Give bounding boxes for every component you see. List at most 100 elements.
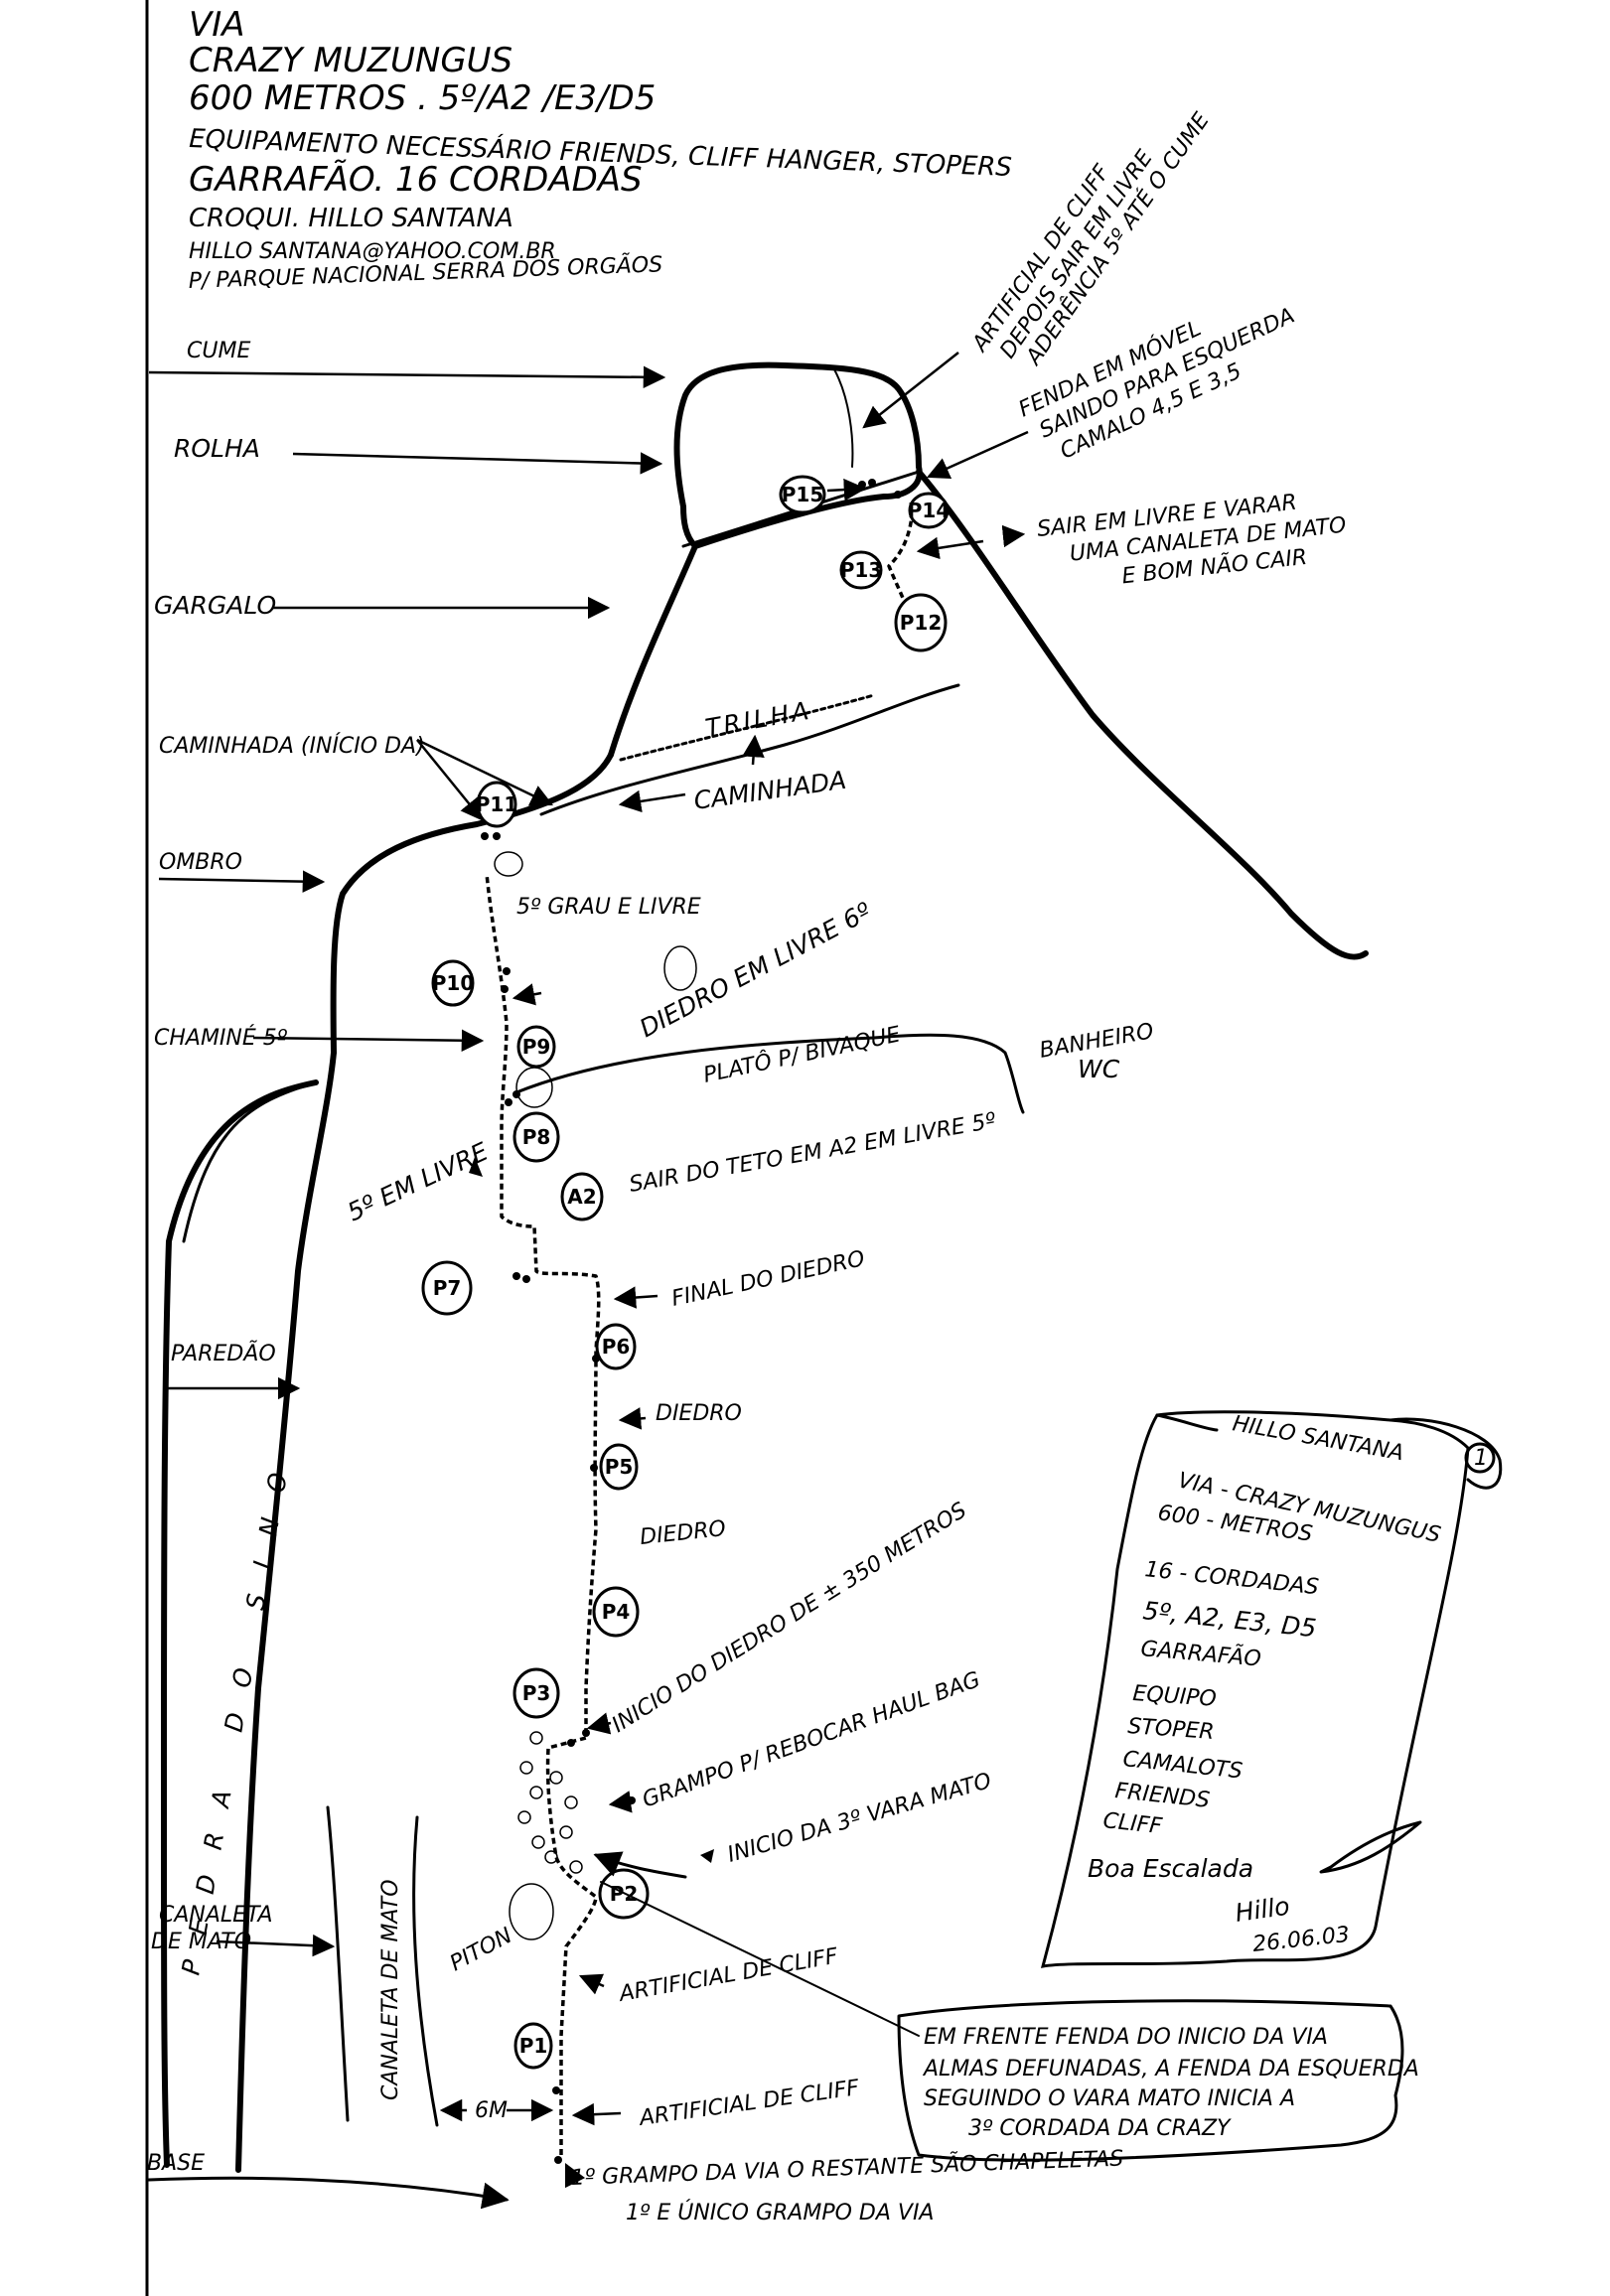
scroll-curl (1389, 1417, 1503, 1490)
header-croqui: CROQUI. HILLO SANTANA (189, 204, 513, 233)
arrow-diedro-1 (618, 1407, 647, 1430)
pitch-p13: P13 (839, 550, 883, 590)
arrow-inicio-diedro (586, 1712, 612, 1735)
note-artificial-cliff-2: ARTIFICIAL DE CLIFF (636, 2076, 860, 2131)
pitch-p15: P15 (779, 475, 826, 514)
label-paredao: PAREDÃO (171, 1340, 276, 1366)
pedra-do-sino-outline (161, 1079, 319, 2168)
svg-text:P13: P13 (840, 558, 883, 582)
scroll-circle (1464, 1442, 1496, 1474)
pedra-inner-line (182, 1080, 318, 1243)
svg-text:P15: P15 (782, 483, 824, 506)
arrow-artificial-top (862, 352, 959, 429)
header-grade: 600 METROS . 5º/A2 /E3/D5 (189, 78, 656, 118)
svg-text:P8: P8 (522, 1125, 551, 1149)
label-cinco-livre: 5º EM LIVRE (343, 1137, 493, 1227)
label-pedra-do-sino: PEDRA DO SINO (176, 1445, 297, 1977)
arrow-rolha (292, 452, 663, 475)
scroll-equipo: EQUIPO (1132, 1681, 1218, 1712)
note-bubble (897, 1999, 1404, 2162)
header-garrafao: GARRAFÃO. 16 CORDADAS (189, 160, 643, 200)
bolt-haul (628, 1796, 636, 1804)
ombro-outline (330, 752, 614, 1056)
pitch-p1: P1 (513, 2022, 553, 2070)
pitch-p10: P10 (431, 959, 475, 1007)
scroll-top-fold (1155, 1413, 1219, 1432)
label-piton: PITON (446, 1924, 516, 1977)
canaleta-left-wall (326, 1805, 350, 2122)
arrow-grampo-haul (608, 1791, 633, 1813)
caminhada-trail (539, 683, 960, 816)
note-wc: WC (1078, 1055, 1120, 1083)
svg-text:P10: P10 (432, 971, 475, 995)
header-block: VIA CRAZY MUZUNGUS 600 METROS . 5º/A2 /E… (188, 5, 1012, 294)
svg-text:P14: P14 (908, 499, 951, 522)
header-route-name: CRAZY MUZUNGUS (189, 41, 512, 80)
scroll-note: 1 HILLO SANTANA VIA - CRAZY MUZUNGUS 600… (1040, 1410, 1503, 1968)
label-cume: CUME (187, 339, 250, 363)
svg-text:P7: P7 (433, 1276, 462, 1300)
note-final-diedro: FINAL DO DIEDRO (669, 1246, 867, 1312)
label-6m: 6M (475, 2098, 508, 2123)
note-inicio-vara: INICIO DA 3º VARA MATO (725, 1769, 994, 1868)
label-rolha: ROLHA (174, 434, 260, 463)
label-canaleta-left: CANALETA (159, 1903, 273, 1928)
svg-text:SEGUINDO O VARA MATO INICIA A: SEGUINDO O VARA MATO INICIA A (924, 2086, 1295, 2111)
note-sair-livre: SAIR EM LIVRE E VARAR UMA CANALETA DE MA… (1036, 491, 1348, 590)
header-email: HILLO SANTANA@YAHOO.COM.BR (189, 239, 556, 264)
note-diedro-2: DIEDRO (639, 1516, 727, 1550)
pitch-p9: P9 (516, 1025, 556, 1069)
label-canaleta-de-mato: CANALETA DE MATO (378, 1879, 403, 2100)
arrow-inicio-vara (593, 1851, 687, 1879)
header-via: VIA (189, 5, 245, 45)
arrow-ombro (158, 870, 326, 893)
bubble-pointer-line (600, 1881, 920, 2037)
note-diedro-1: DIEDRO (656, 1401, 742, 1426)
arrow-cume (148, 365, 666, 389)
scroll-cliff: CLIFF (1101, 1808, 1163, 1839)
arrow-trilha (742, 734, 765, 766)
route-line-lower (485, 873, 601, 2155)
svg-text:P5: P5 (605, 1455, 634, 1479)
arrow-caminhada-2 (416, 739, 484, 821)
note-artificial-cliff-1: ARTIFICIAL DE CLIFF (616, 1944, 840, 2008)
pitch-p4: P4 (592, 1586, 640, 1638)
pitch-p12: P12 (894, 593, 948, 652)
note-sair-teto: SAIR DO TETO EM A2 EM LIVRE 5º (628, 1108, 999, 1198)
pointer-inicio-vara (700, 1849, 714, 1863)
pitch-p3: P3 (512, 1667, 560, 1719)
pitch-p11: P11 (476, 781, 517, 828)
label-gargalo: GARGALO (154, 591, 276, 620)
arrow-diedro-livre (512, 983, 542, 1006)
svg-text:P9: P9 (522, 1035, 551, 1059)
note-unico-grampo: 1º E ÚNICO GRAMPO DA VIA (626, 2200, 934, 2225)
arrow-chamine (252, 1029, 485, 1052)
scroll-number: 1 (1474, 1446, 1488, 1471)
label-base: BASE (147, 2151, 205, 2176)
label-ombro: OMBRO (159, 850, 242, 875)
note-primeiro-grampo: 1º GRAMPO DA VIA O RESTANTE SÃO CHAPELET… (570, 2145, 1123, 2191)
svg-text:DEPOIS SAIR EM LIVRE: DEPOIS SAIR EM LIVRE (995, 146, 1158, 363)
arrow-caminhada (618, 789, 686, 813)
svg-text:ALMAS DEFUNADAS, A FENDA DA ES: ALMAS DEFUNADAS, A FENDA DA ESQUERDA (922, 2057, 1419, 2081)
trilha-trail (619, 693, 876, 762)
note-quinto-livre: 5º GRAU E LIVRE (516, 895, 701, 920)
svg-text:P1: P1 (519, 2034, 548, 2058)
arrow-canaleta (216, 1934, 336, 1957)
label-caminhada: CAMINHADA (692, 766, 848, 815)
note-plato: PLATÔ P/ BIVAQUE (701, 1021, 903, 1087)
arrow-caminhada-1 (416, 738, 554, 806)
quill-icon (1319, 1820, 1422, 1874)
main-face-outline (235, 1050, 337, 2173)
pitch-p7: P7 (421, 1260, 473, 1316)
right-ridge (916, 469, 1369, 960)
svg-text:P12: P12 (900, 611, 943, 635)
arrow-final-diedro (613, 1286, 659, 1309)
gargalo-left-wall (608, 543, 698, 758)
label-trilha: TRILHA (703, 696, 813, 743)
svg-text:P3: P3 (522, 1681, 551, 1705)
pitch-p14: P14 (908, 492, 951, 529)
arrow-fenda (926, 430, 1029, 479)
arrow-primeiro-grampo (564, 2162, 586, 2189)
